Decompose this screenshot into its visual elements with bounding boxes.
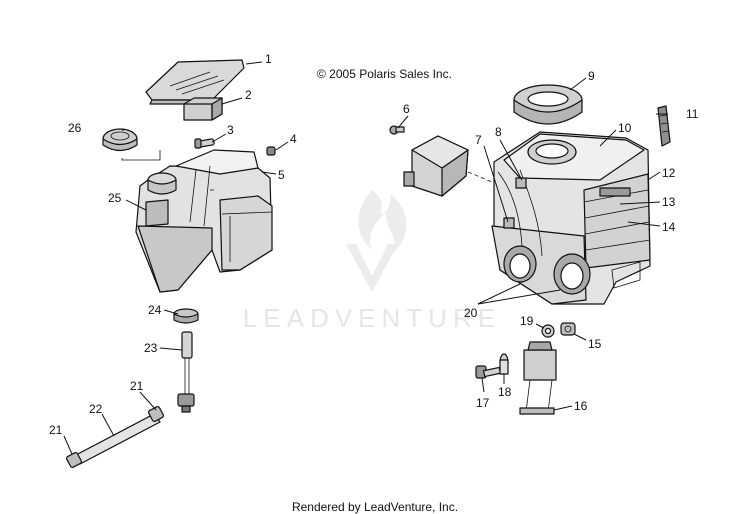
callout-16: 16 — [574, 399, 588, 413]
airbox-housing — [491, 131, 651, 305]
flame-logo-icon — [346, 190, 407, 292]
part-4-nut — [266, 146, 276, 156]
callout-26: 26 — [68, 121, 82, 135]
part-16-bracket — [519, 341, 557, 415]
callout-15: 15 — [588, 337, 602, 351]
part-21-fitting-lower — [65, 451, 83, 469]
callout-24: 24 — [148, 303, 162, 317]
callout-11: 11 — [686, 107, 699, 121]
callout-3: 3 — [227, 123, 234, 137]
leader-lines — [63, 61, 668, 455]
callout-13: 13 — [662, 195, 676, 209]
callout-19: 19 — [520, 314, 534, 328]
part-5-tank — [135, 149, 273, 293]
callout-18: 18 — [498, 385, 512, 399]
callout-8: 8 — [495, 125, 502, 139]
part-15-nut — [560, 322, 576, 336]
part-11-clip — [657, 105, 671, 147]
part-2-block — [183, 97, 223, 121]
callout-21-upper: 21 — [130, 379, 144, 393]
callout-9: 9 — [588, 69, 595, 83]
callout-23: 23 — [144, 341, 158, 355]
watermark-text: LEADVENTURE — [243, 303, 501, 333]
callout-21-lower: 21 — [49, 423, 63, 437]
callout-4: 4 — [290, 132, 297, 146]
copyright-text: © 2005 Polaris Sales Inc. — [317, 67, 452, 81]
part-9-seal-ring — [513, 84, 583, 125]
callout-22: 22 — [89, 402, 103, 416]
callout-2: 2 — [245, 88, 252, 102]
part-21-fitting-upper — [147, 405, 165, 423]
callout-17: 17 — [476, 396, 490, 410]
part-3-bolt — [194, 138, 215, 149]
callout-10: 10 — [618, 121, 632, 135]
part-22-hose — [73, 413, 161, 465]
part-18-spacer — [499, 353, 509, 375]
callout-5: 5 — [278, 168, 285, 182]
electronic-module — [403, 135, 493, 197]
callout-1: 1 — [265, 52, 272, 66]
part-17-bolt — [475, 365, 502, 379]
part-19-washer — [541, 324, 555, 338]
callout-6: 6 — [403, 102, 410, 116]
footer-text: Rendered by LeadVenture, Inc. — [292, 500, 458, 514]
callout-7: 7 — [475, 133, 482, 147]
part-24-grommet — [173, 308, 199, 324]
part-6-screw — [389, 125, 405, 135]
part-23-sender — [177, 331, 195, 413]
leadventure-watermark: LEADVENTURE — [243, 190, 501, 333]
callout-25: 25 — [108, 191, 122, 205]
callout-12: 12 — [662, 166, 676, 180]
callout-20: 20 — [464, 306, 478, 320]
callout-labels: 1 2 3 4 5 6 7 8 9 10 11 12 13 14 15 16 1… — [49, 52, 699, 437]
callout-14: 14 — [662, 220, 676, 234]
part-26-cap — [102, 128, 161, 161]
